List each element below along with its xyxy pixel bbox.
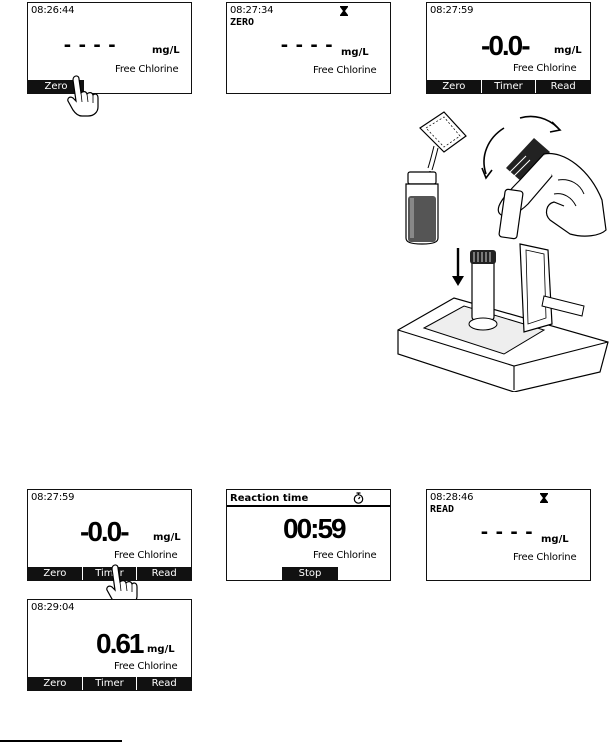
- parameter-label: Free Chlorine: [115, 64, 179, 75]
- read-softkey[interactable]: Read: [535, 80, 591, 93]
- hourglass-icon: [340, 6, 348, 16]
- timer-softkey[interactable]: Timer: [81, 677, 137, 690]
- read-softkey[interactable]: Read: [136, 677, 192, 690]
- unit-label: mg/L: [152, 45, 180, 56]
- stop-softkey[interactable]: Stop: [282, 567, 338, 580]
- clock-time: 08:26:44: [31, 5, 75, 16]
- display-screen-zeroing: 08:27:34 ZERO ---- mg/L Free Chlorine: [226, 2, 391, 94]
- softkey-bar: Zero Timer Read: [28, 677, 192, 690]
- parameter-label: Free Chlorine: [313, 550, 377, 561]
- title-divider: [227, 505, 390, 507]
- parameter-label: Free Chlorine: [114, 661, 178, 672]
- softkey-bar: Stop: [282, 567, 338, 580]
- insert-arrow-icon: [452, 248, 464, 286]
- stopwatch-icon: [353, 492, 364, 504]
- clock-time: 08:29:04: [31, 602, 75, 613]
- unit-label: mg/L: [147, 644, 175, 655]
- reading-value: -0.0-: [481, 30, 531, 61]
- pointing-hand-icon: [67, 75, 99, 117]
- parameter-label: Free Chlorine: [513, 552, 577, 563]
- parameter-label: Free Chlorine: [114, 550, 178, 561]
- reagent-packet-icon: [419, 111, 467, 177]
- reading-value: -0.0-: [80, 516, 130, 547]
- display-screen-result: 08:29:04 0.61 mg/L Free Chlorine Zero Ti…: [27, 599, 192, 691]
- read-softkey[interactable]: Read: [136, 567, 192, 580]
- parameter-label: Free Chlorine: [313, 65, 377, 76]
- softkey-bar: Zero Timer Read: [427, 80, 591, 93]
- clock-time: 08:27:34: [230, 5, 274, 16]
- unit-label: mg/L: [541, 534, 569, 545]
- unit-label: mg/L: [554, 45, 582, 56]
- mode-label: ZERO: [230, 17, 255, 28]
- zero-softkey[interactable]: Zero: [28, 80, 84, 93]
- reading-dashes: ----: [279, 35, 339, 56]
- softkey-bar: Zero: [28, 80, 84, 93]
- parameter-label: Free Chlorine: [513, 63, 577, 74]
- softkey-bar: Zero Timer Read: [28, 567, 192, 580]
- clock-time: 08:28:46: [430, 492, 474, 503]
- reading-dashes: ----: [62, 35, 122, 56]
- shake-arrows-icon: [481, 115, 562, 180]
- unit-label: mg/L: [153, 532, 181, 543]
- pointing-hand-icon: [106, 564, 138, 606]
- screen-title: Reaction time: [230, 493, 309, 504]
- display-screen-reaction-timer: Reaction time 00:59 Free Chlorine Stop: [226, 489, 391, 581]
- mode-label: READ: [430, 504, 455, 515]
- zero-softkey[interactable]: Zero: [427, 80, 481, 93]
- timer-softkey[interactable]: Timer: [81, 567, 137, 580]
- unit-label: mg/L: [341, 47, 369, 58]
- reading-value: 0.61: [96, 628, 144, 659]
- reagent-procedure-illustration: [397, 111, 609, 392]
- display-screen-timer-prompt: 08:27:59 -0.0- mg/L Free Chlorine Zero T…: [27, 489, 192, 606]
- timer-softkey[interactable]: Timer: [480, 80, 536, 93]
- sample-vial-icon: [405, 171, 439, 245]
- reading-dashes: ----: [479, 522, 539, 543]
- display-screen-zero-result: 08:27:59 -0.0- mg/L Free Chlorine Zero T…: [426, 2, 591, 94]
- zero-softkey[interactable]: Zero: [28, 567, 82, 580]
- footnote-rule: [0, 740, 122, 742]
- hourglass-icon: [540, 493, 548, 503]
- meter-icon: [397, 243, 609, 392]
- display-screen-zero-prompt: 08:26:44 ---- mg/L Free Chlorine Zero: [27, 2, 192, 117]
- countdown-value: 00:59: [283, 513, 347, 544]
- clock-time: 08:27:59: [31, 492, 75, 503]
- display-screen-reading: 08:28:46 READ ---- mg/L Free Chlorine: [426, 489, 591, 581]
- zero-softkey[interactable]: Zero: [28, 677, 82, 690]
- hand-icon: [497, 138, 607, 240]
- clock-time: 08:27:59: [430, 5, 474, 16]
